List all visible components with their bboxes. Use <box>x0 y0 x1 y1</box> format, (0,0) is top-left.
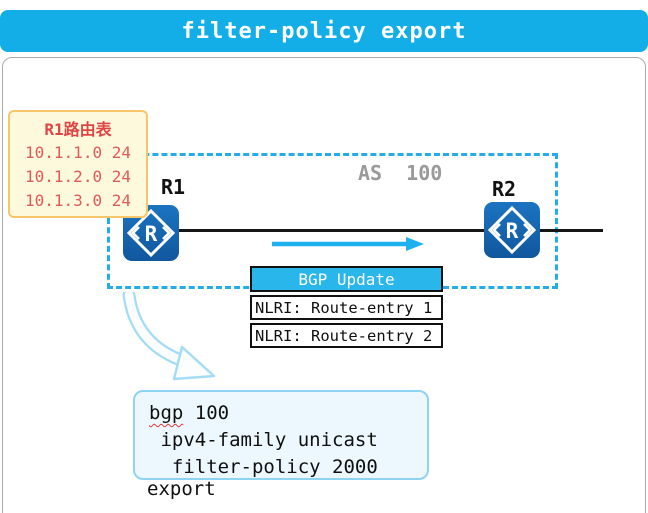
route-entry: 10.1.3.0 24 <box>25 191 131 210</box>
link-line <box>150 229 603 232</box>
config-keyword: bgp <box>149 402 184 424</box>
as-zone-label: AS 100 <box>358 161 443 185</box>
nlri-row: NLRI: Route-entry 2 <box>250 323 443 348</box>
route-entry: 10.1.2.0 24 <box>25 167 131 186</box>
config-line-1-rest: 100 <box>183 402 230 424</box>
router-r2-icon: R <box>484 202 540 258</box>
note-title: R1路由表 <box>44 120 112 139</box>
bgp-update-table: BGP Update NLRI: Route-entry 1 NLRI: Rou… <box>250 266 443 348</box>
bgp-update-title: BGP Update <box>298 269 395 289</box>
route-entry: 10.1.1.0 24 <box>25 143 131 162</box>
config-line-3: filter-policy 2000 <box>149 456 378 478</box>
router-r1-label: R1 <box>161 175 186 199</box>
title-bar: filter-policy export <box>0 10 648 52</box>
update-direction-arrow-icon <box>272 237 424 251</box>
router-r2-label: R2 <box>492 177 517 201</box>
router-icon-letter: R <box>145 222 158 246</box>
nlri-row: NLRI: Route-entry 1 <box>250 295 443 320</box>
diagram-panel <box>2 57 646 513</box>
config-line-2: ipv4-family unicast <box>149 429 378 451</box>
router-r1-icon: R <box>123 205 179 261</box>
r1-routing-table-note: R1路由表 10.1.1.0 24 10.1.2.0 24 10.1.3.0 2… <box>8 110 148 218</box>
config-line-1: bgp 100 <box>149 400 427 427</box>
bgp-config-box: bgp 100 ipv4-family unicast filter-polic… <box>133 390 429 480</box>
callout-curved-arrow-icon <box>122 292 216 381</box>
bgp-update-header: BGP Update <box>250 266 443 292</box>
config-line-4-overflow: export <box>147 478 216 500</box>
page-title: filter-policy export <box>181 18 467 44</box>
router-icon-letter: R <box>506 219 519 243</box>
